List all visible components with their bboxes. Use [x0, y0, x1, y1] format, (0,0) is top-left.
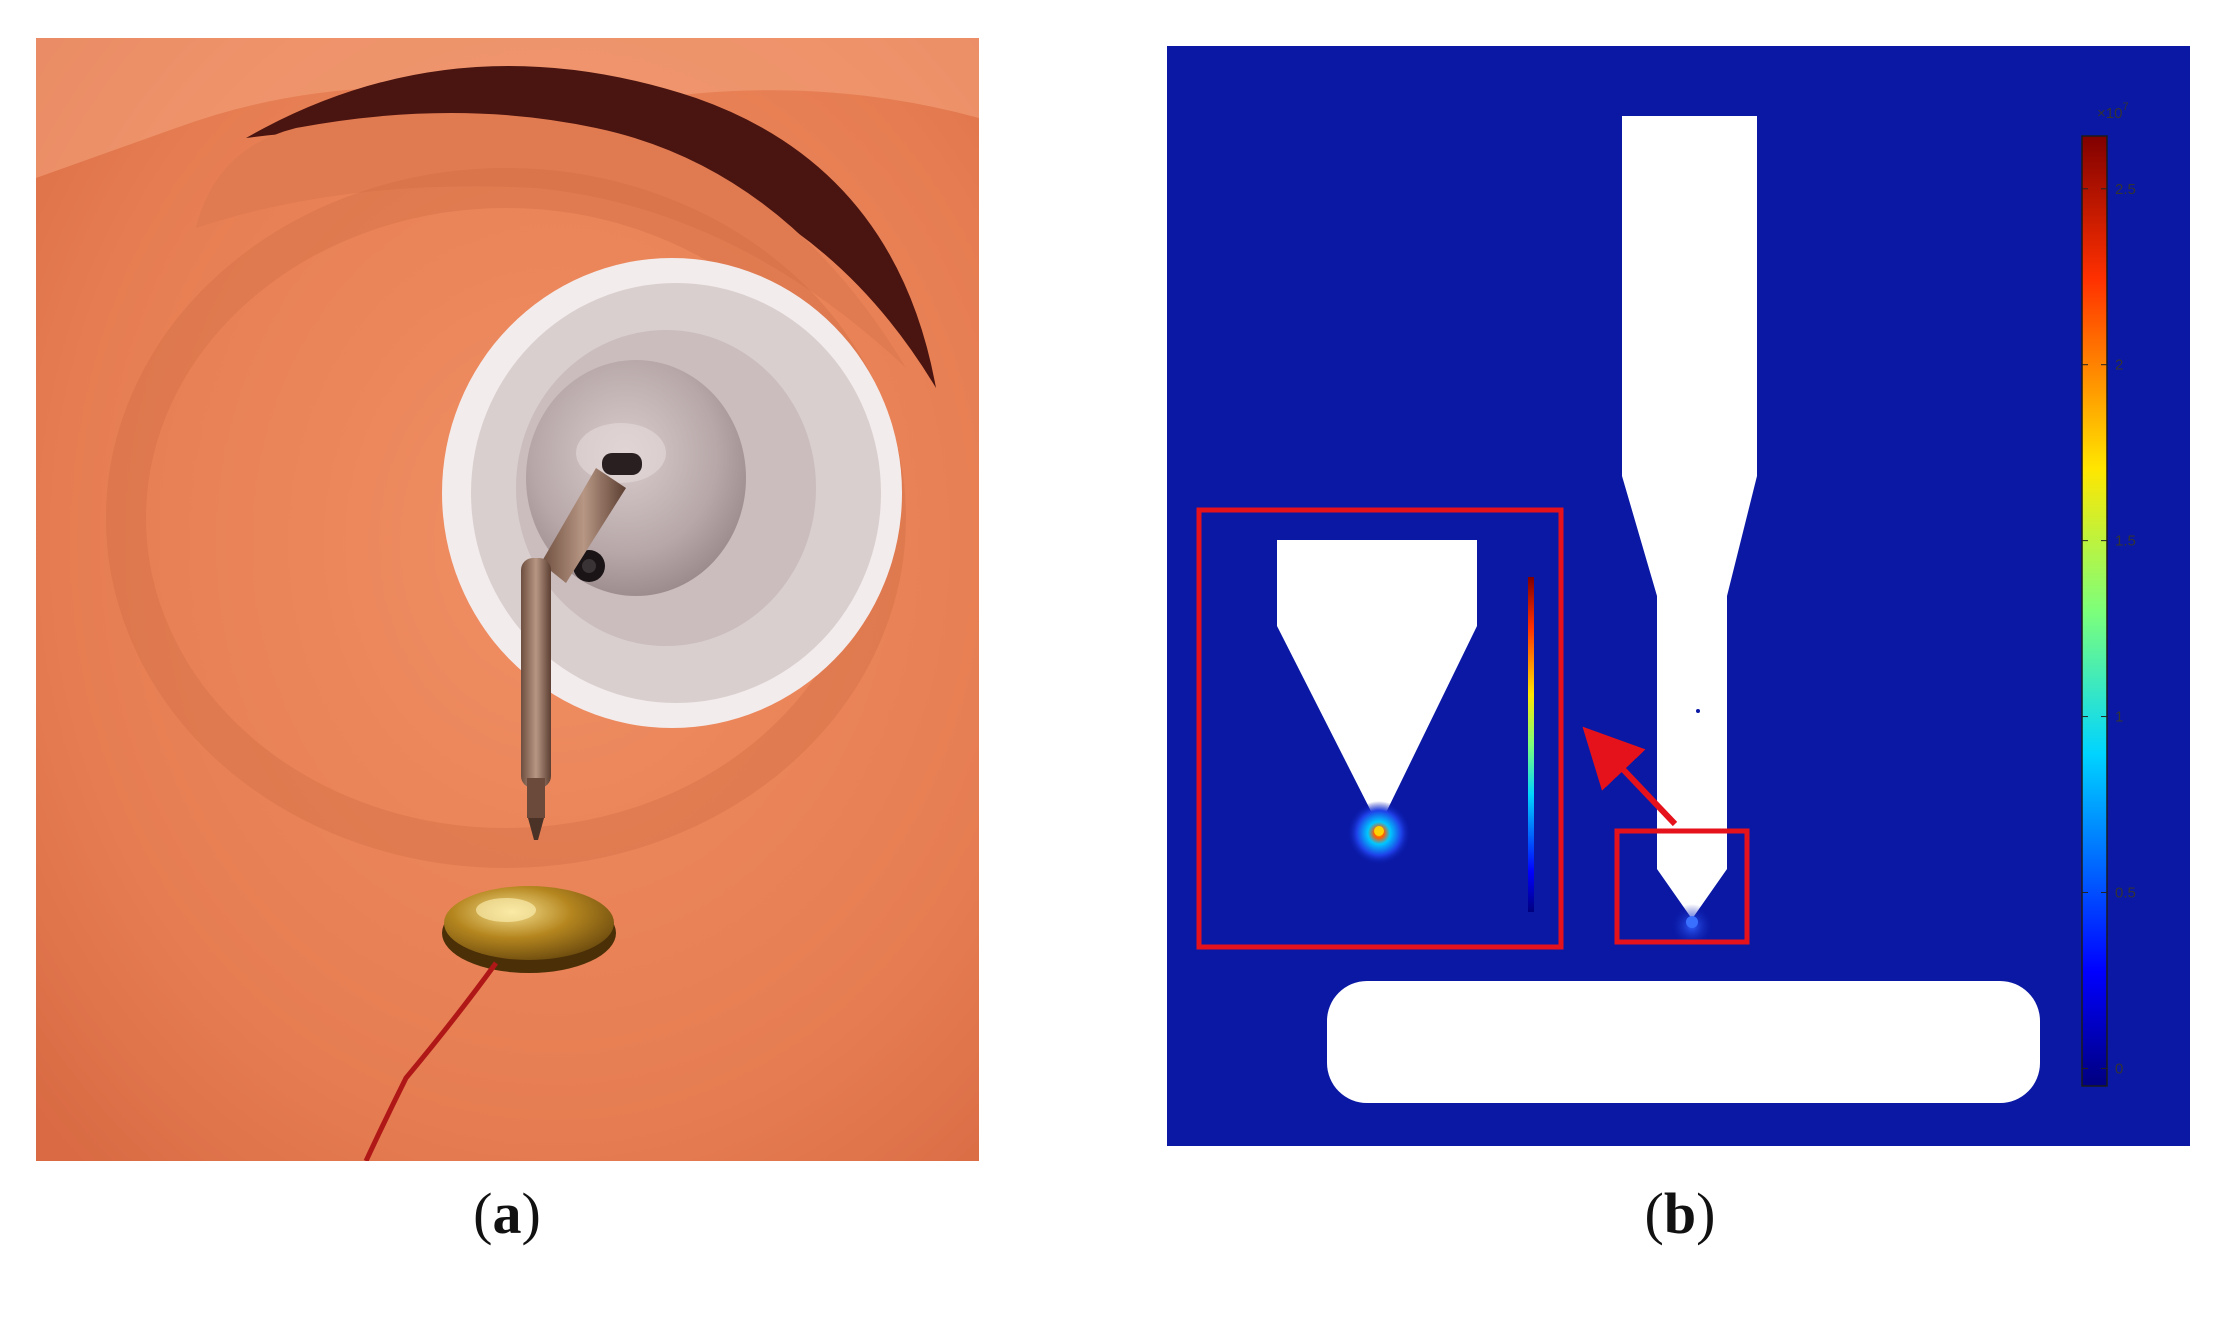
- plate-geometry: [1327, 981, 2040, 1103]
- colorbar-tick-label: 0.5: [2115, 884, 2136, 901]
- needle-electrode-icon: [521, 468, 626, 840]
- caption-a-close: ): [521, 1181, 541, 1246]
- colorbar-multiplier: ×10: [2097, 105, 2122, 122]
- caption-a-open: (: [473, 1181, 493, 1246]
- caption-b-open: (: [1644, 1181, 1664, 1246]
- colorbar-tick-label: 0: [2115, 1060, 2123, 1077]
- field-simulation: 2.5 2 1.5 1 0.5 0 ×107: [1167, 46, 2190, 1146]
- colorbar-tick-label: 1: [2115, 709, 2123, 726]
- needle-geometry: [1622, 116, 1757, 919]
- colorbar-tick-label: 2: [2115, 357, 2123, 374]
- inset-frame: [1196, 507, 1564, 950]
- colorbar-tick-label: 2.5: [2115, 181, 2136, 198]
- colorbar: 2.5 2 1.5 1 0.5 0 ×107: [2081, 101, 2136, 1087]
- colorbar-tick-label: 1.5: [2115, 533, 2136, 550]
- zoom-arrow: [1582, 726, 1678, 827]
- caption-b-close: ): [1696, 1181, 1716, 1246]
- ground-wire: [363, 961, 499, 1161]
- caption-b: (b): [1580, 1185, 1780, 1243]
- ground-plate-icon: [442, 886, 616, 973]
- panel-b-simulation: 2.5 2 1.5 1 0.5 0 ×107: [1167, 46, 2190, 1146]
- chamber-opening-shadow: [246, 66, 936, 388]
- electrode-photo: [36, 38, 979, 1161]
- caption-b-letter: b: [1663, 1181, 1697, 1246]
- colorbar-exponent: 7: [2122, 101, 2128, 113]
- svg-text:×107: ×107: [2097, 101, 2129, 122]
- colorbar-gradient: [2081, 135, 2108, 1087]
- inset-colorbar: [1528, 577, 1534, 912]
- caption-a-letter: a: [492, 1181, 522, 1246]
- zoom-inset: [1196, 507, 1564, 950]
- caption-a: (a): [407, 1185, 607, 1243]
- tip-highlight-box: [1614, 828, 1750, 945]
- panel-a-photo: [36, 38, 979, 1161]
